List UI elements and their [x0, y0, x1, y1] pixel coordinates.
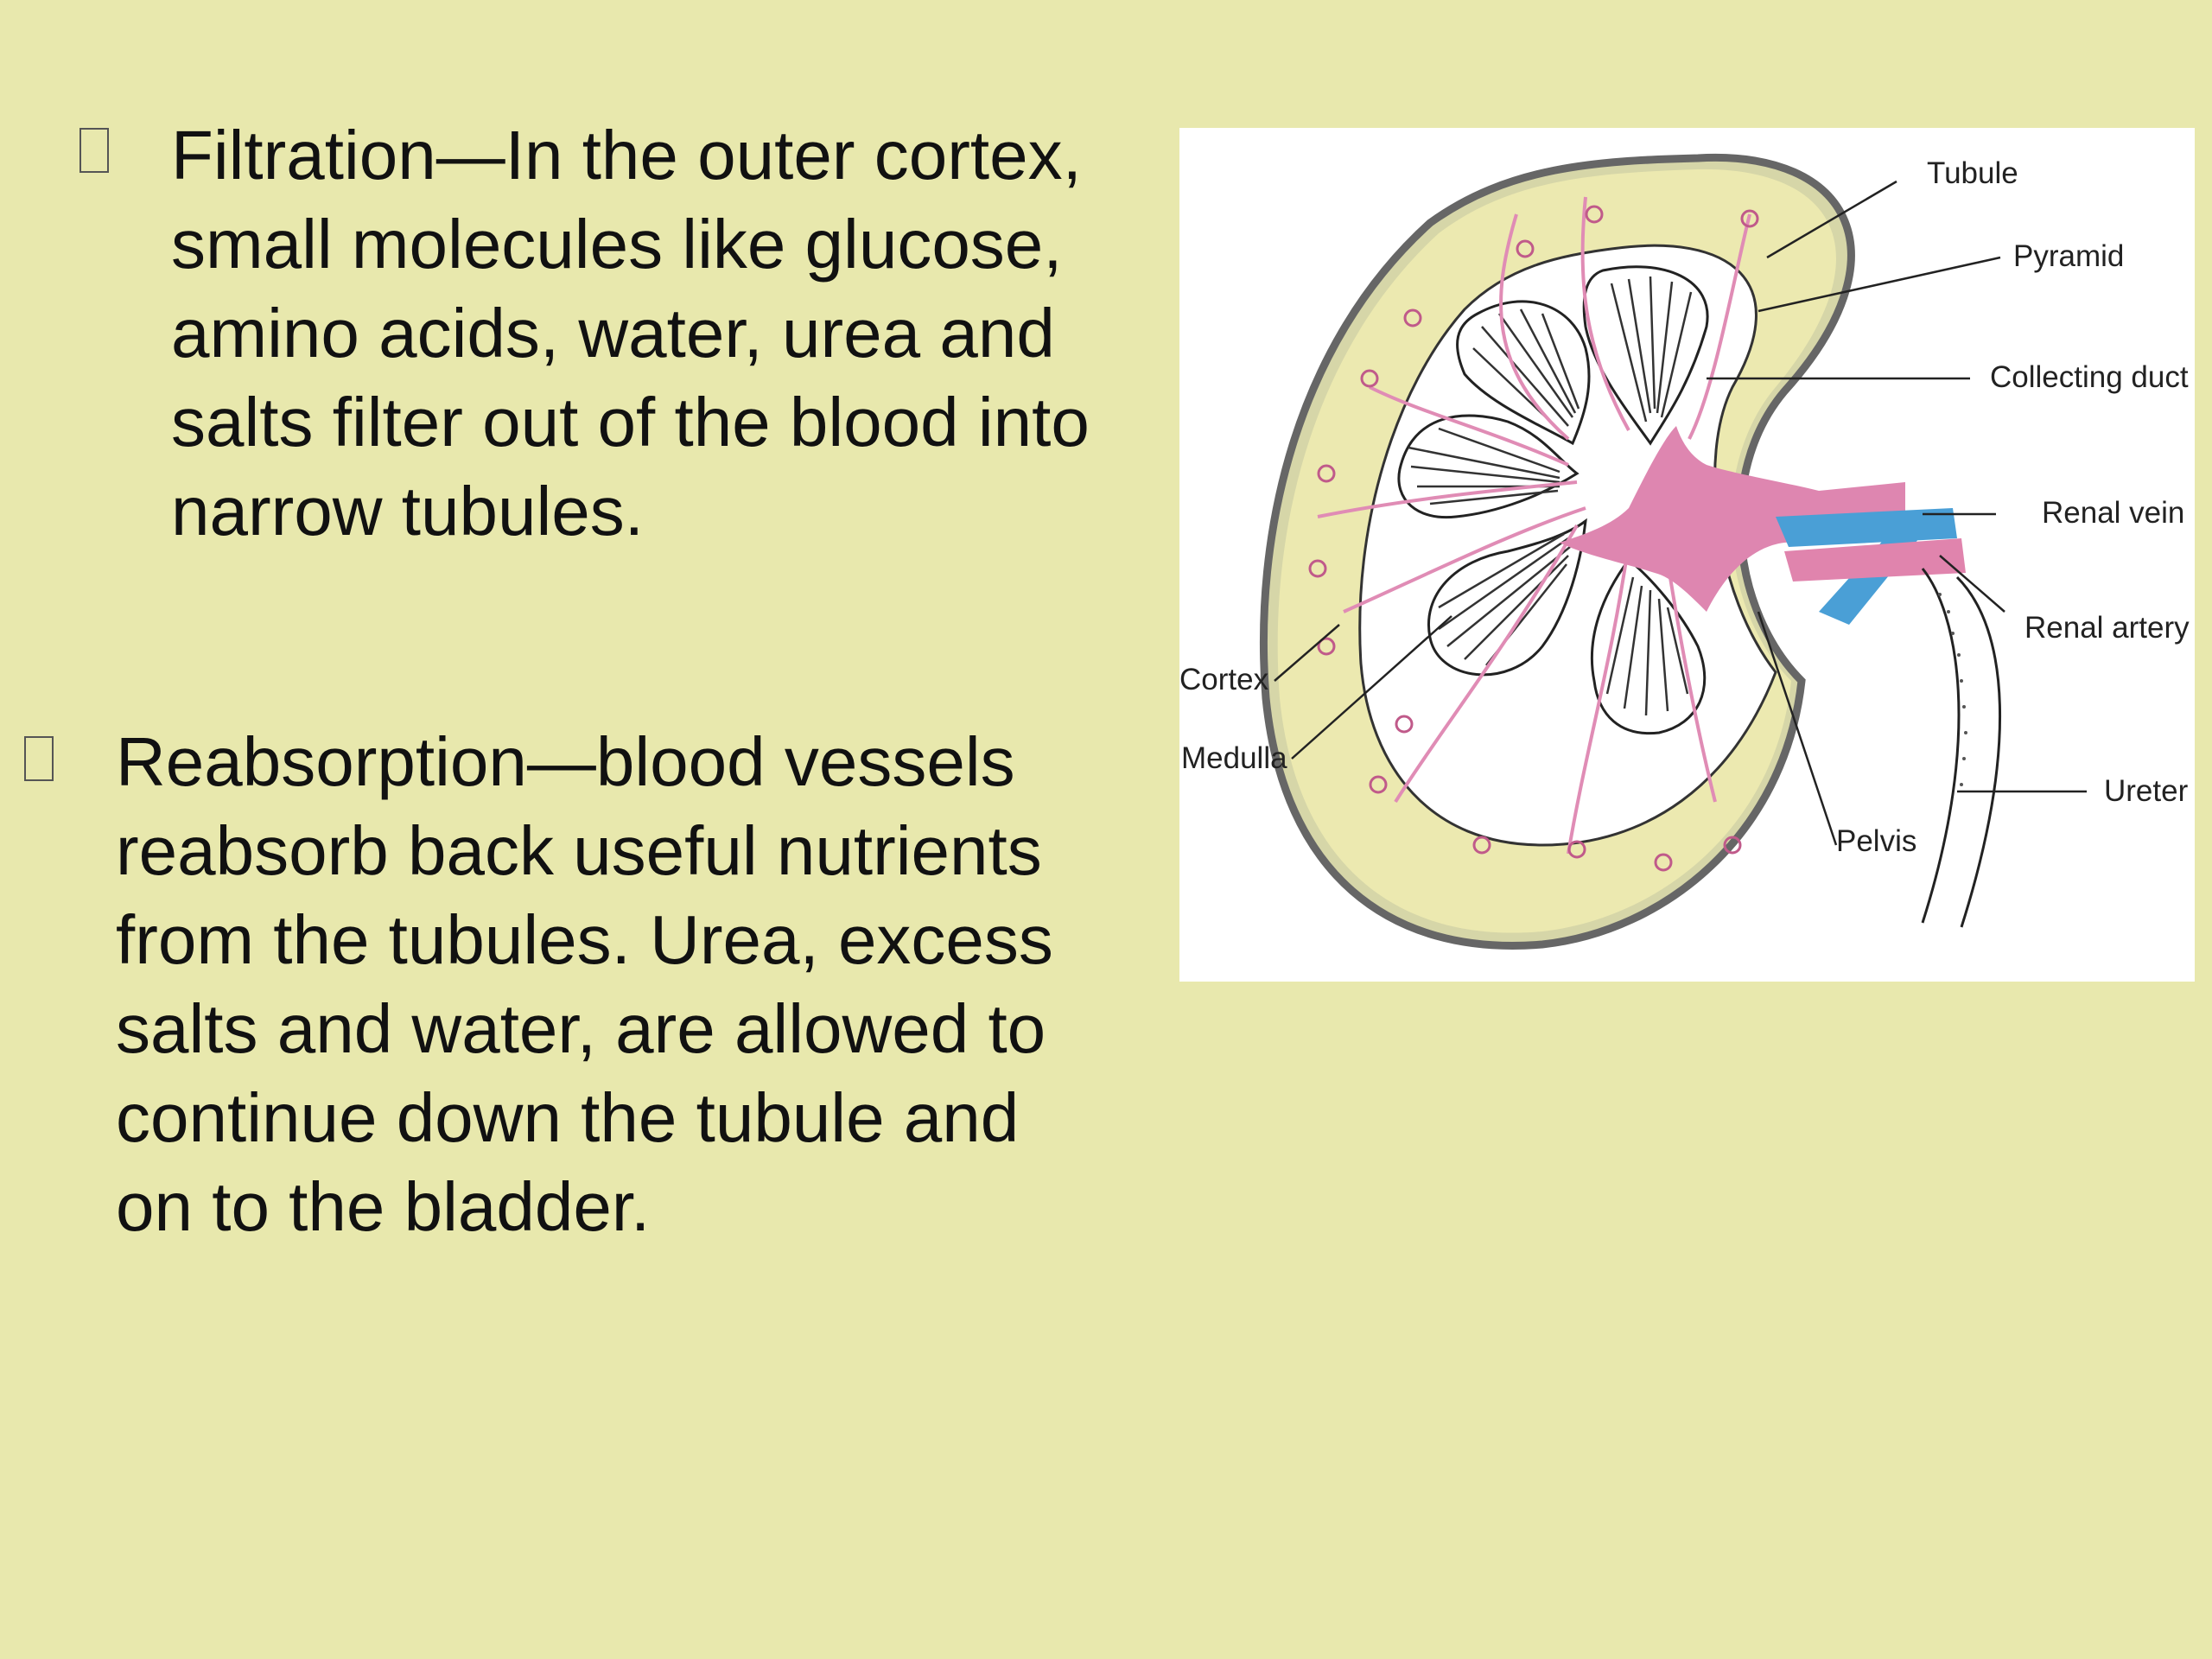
label-cortex: Cortex — [1179, 663, 1269, 696]
label-ureter: Ureter — [2104, 774, 2189, 808]
leader-lines — [1274, 180, 2087, 846]
bullet-marker-icon — [24, 736, 54, 781]
label-tubule: Tubule — [1927, 156, 2018, 190]
label-renal-artery: Renal artery — [2024, 611, 2190, 645]
ureter-stipple — [1938, 593, 1967, 786]
cortical-vessels — [1317, 196, 1751, 855]
renal-artery — [1784, 538, 1966, 582]
kidney-illustration: Tubule Pyramid Collecting duct Renal vei… — [1179, 153, 2190, 950]
kidney-diagram: Tubule Pyramid Collecting duct Renal vei… — [1179, 128, 2195, 982]
label-pelvis: Pelvis — [1836, 824, 1916, 858]
label-pyramid: Pyramid — [2013, 239, 2124, 273]
label-renal-vein: Renal vein — [2042, 496, 2184, 530]
bullet-text: Reabsorption—blood vessels reabsorb back… — [116, 723, 1053, 1245]
bullet-reabsorption: Reabsorption—blood vessels reabsorb back… — [21, 717, 1144, 1251]
bullet-marker-icon — [79, 128, 109, 173]
renal-pelvis — [1560, 426, 1905, 612]
bullet-text: Filtration—In the outer cortex, small mo… — [171, 117, 1090, 550]
bullet-filtration: Filtration—In the outer cortex, small mo… — [76, 111, 1165, 556]
ureter — [1921, 568, 2002, 928]
label-medulla: Medulla — [1181, 741, 1287, 775]
label-collecting-duct: Collecting duct — [1990, 360, 2189, 394]
glomeruli — [1308, 205, 1759, 872]
pyramid-striations — [1408, 276, 1693, 716]
